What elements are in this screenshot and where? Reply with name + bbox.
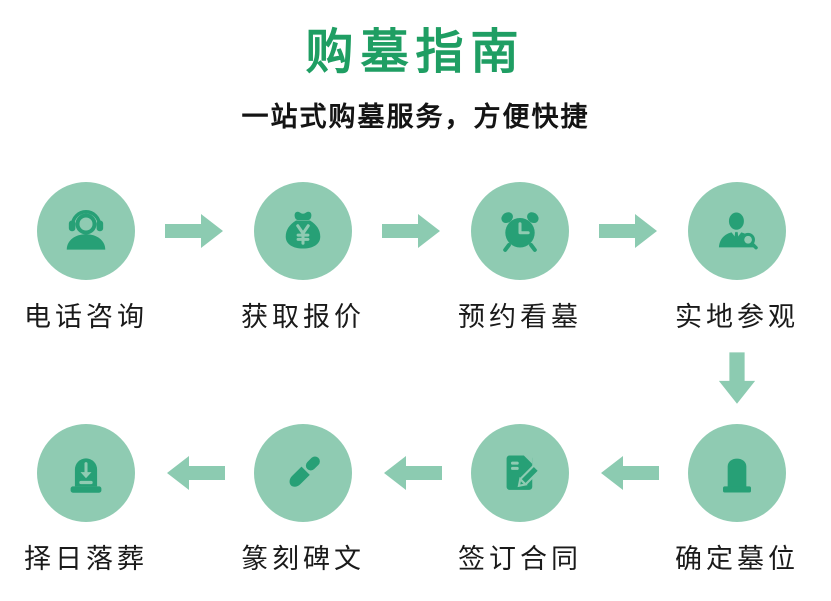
flow-row-1: 电话咨询 获取报价 [0, 182, 831, 334]
step-label: 篆刻碑文 [241, 544, 365, 575]
flow-arrow [595, 182, 662, 280]
tombstone-lowering-icon [70, 458, 102, 494]
step-circle [254, 424, 352, 523]
flow-arrow [595, 424, 662, 522]
flow-arrow [662, 334, 812, 424]
step-sign-contract: 签订合同 [445, 424, 595, 576]
arrow-right-icon [598, 214, 657, 249]
flow-arrow [161, 424, 228, 522]
step-label: 实地参观 [675, 302, 799, 333]
flow-row-2: 择日落葬 篆刻碑文 [0, 424, 831, 576]
step-book-visit: 预约看墓 [445, 182, 595, 334]
alarm-clock-icon [501, 212, 539, 253]
step-burial-date: 择日落葬 [11, 424, 161, 576]
carving-knife-icon [289, 456, 320, 488]
step-confirm-plot: 确定墓位 [662, 424, 812, 576]
tombstone-icon [723, 459, 751, 493]
step-get-quote: 获取报价 [228, 182, 378, 334]
step-label: 择日落葬 [24, 544, 148, 575]
money-bag-icon [285, 212, 321, 249]
flow-connector-row [0, 334, 831, 424]
step-circle [688, 182, 786, 281]
step-label: 预约看墓 [458, 302, 582, 333]
page-title: 购墓指南 [305, 26, 526, 79]
headset-agent-icon [66, 210, 106, 251]
flow-arrow [378, 424, 445, 522]
step-label: 签订合同 [458, 544, 582, 575]
contract-pen-icon [506, 455, 540, 491]
arrow-down-icon [718, 352, 756, 405]
step-circle [688, 424, 786, 523]
step-circle [471, 182, 569, 281]
step-circle [471, 424, 569, 523]
arrow-right-icon [164, 214, 223, 249]
arrow-right-icon [381, 214, 440, 249]
step-phone-consult: 电话咨询 [11, 182, 161, 334]
step-label: 电话咨询 [24, 302, 148, 333]
step-label: 获取报价 [241, 302, 365, 333]
flow-arrow [378, 182, 445, 280]
header: 购墓指南 一站式购墓服务，方便快捷 [0, 0, 831, 134]
step-circle [37, 424, 135, 523]
arrow-left-icon [600, 456, 659, 491]
step-engrave-epitaph: 篆刻碑文 [228, 424, 378, 576]
step-circle [254, 182, 352, 281]
flow-arrow [161, 182, 228, 280]
arrow-left-icon [166, 456, 225, 491]
arrow-left-icon [383, 456, 442, 491]
page-subtitle: 一站式购墓服务，方便快捷 [241, 102, 590, 133]
step-circle [37, 182, 135, 281]
step-label: 确定墓位 [675, 544, 799, 575]
person-magnifier-icon [718, 212, 758, 250]
step-site-visit: 实地参观 [662, 182, 812, 334]
